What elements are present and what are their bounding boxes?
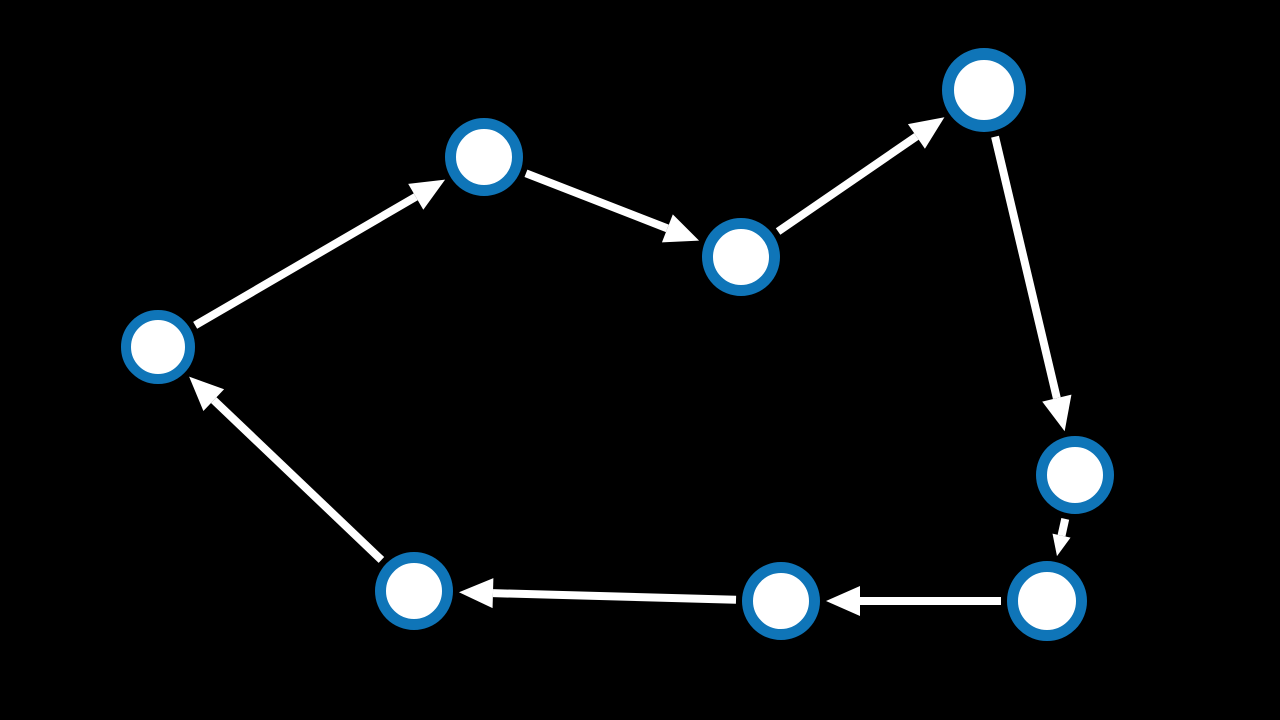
arrowhead-icon (189, 376, 225, 411)
edge-shaft (210, 397, 385, 563)
graph-edge[interactable] (826, 586, 1001, 616)
graph-node[interactable] (1036, 436, 1114, 514)
graph-edge[interactable] (189, 376, 385, 563)
node-circle (742, 562, 820, 640)
node-circle (1036, 436, 1114, 514)
graph-edge[interactable] (775, 117, 945, 235)
node-circle (942, 48, 1026, 132)
node-circle (1007, 561, 1087, 641)
arrowhead-icon (661, 214, 700, 243)
arrowhead-icon (907, 117, 945, 149)
graph-edge[interactable] (193, 179, 446, 329)
graph-node[interactable] (1007, 561, 1087, 641)
graph-node[interactable] (121, 310, 195, 384)
graph-node[interactable] (702, 218, 780, 296)
graph-node[interactable] (742, 562, 820, 640)
edge-shaft (991, 135, 1061, 400)
edge-shaft (1057, 518, 1070, 537)
node-circle (375, 552, 453, 630)
graph-edge[interactable] (991, 135, 1072, 432)
edge-shaft (193, 193, 418, 329)
arrowhead-icon (408, 179, 446, 210)
edge-shaft (775, 133, 919, 235)
arrowhead-icon (458, 578, 494, 609)
graph-edge[interactable] (524, 169, 700, 243)
graph-node[interactable] (375, 552, 453, 630)
edge-shaft (860, 597, 1001, 605)
edge-shaft (524, 169, 669, 233)
node-circle (445, 118, 523, 196)
arrowhead-icon (1052, 533, 1071, 557)
edge-shaft (492, 589, 737, 604)
node-circle (121, 310, 195, 384)
graph-node[interactable] (942, 48, 1026, 132)
arrowhead-icon (826, 586, 860, 616)
node-circle (702, 218, 780, 296)
graph-edge[interactable] (458, 578, 737, 609)
edges-layer (189, 117, 1072, 616)
nodes-layer (121, 48, 1114, 641)
graph-node[interactable] (445, 118, 523, 196)
graph-edge[interactable] (1052, 518, 1071, 557)
arrowhead-icon (1042, 394, 1072, 432)
